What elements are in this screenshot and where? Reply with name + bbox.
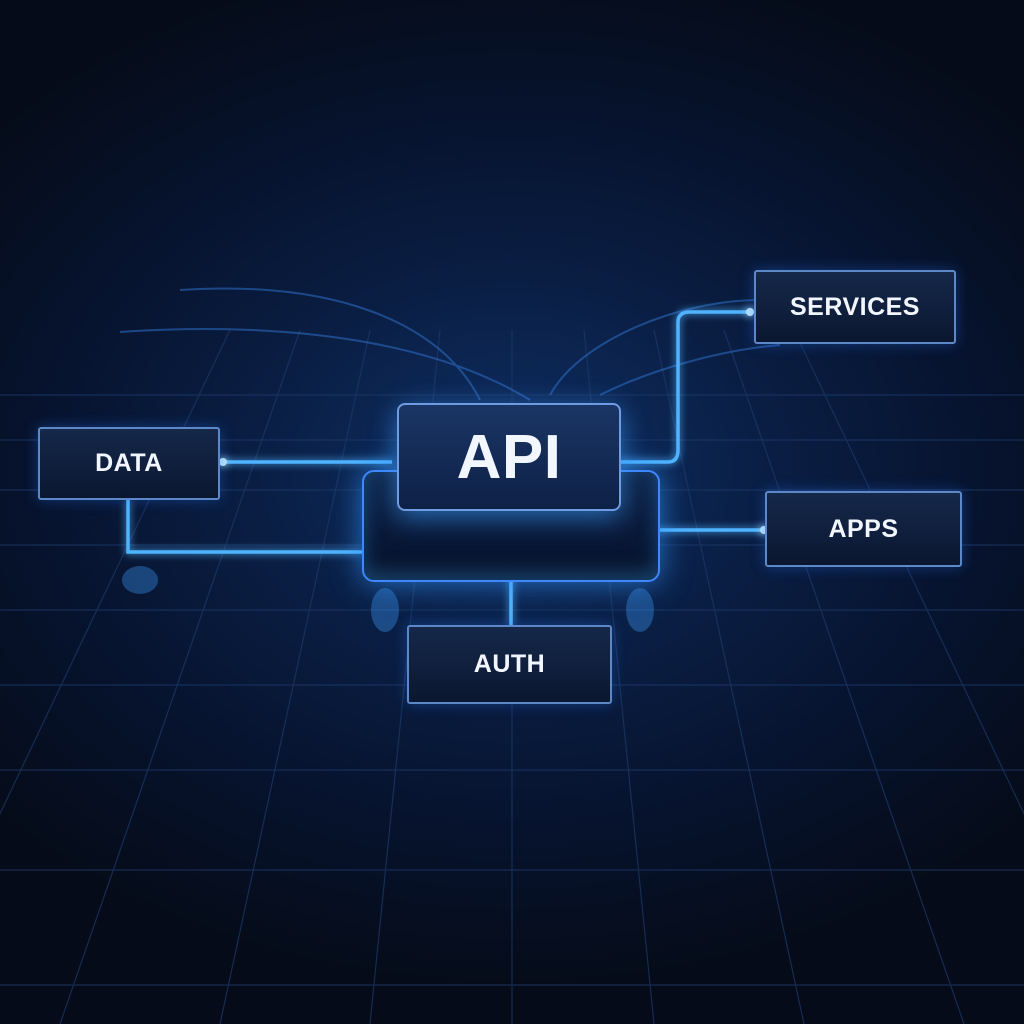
background-arcs	[119, 287, 781, 401]
services-node[interactable]: SERVICES	[754, 270, 956, 344]
services-label: SERVICES	[790, 292, 920, 321]
apps-node[interactable]: APPS	[765, 491, 962, 567]
data-node[interactable]: DATA	[38, 427, 220, 500]
connector-api-services	[620, 310, 752, 464]
connectors	[126, 310, 765, 625]
port-data	[219, 458, 227, 466]
data-label: DATA	[95, 449, 163, 477]
port-services	[746, 308, 754, 316]
api-node[interactable]: API	[397, 403, 621, 511]
connector-data-base	[126, 500, 362, 554]
floor-reflections	[122, 566, 654, 632]
auth-node[interactable]: AUTH	[407, 625, 612, 704]
apps-label: APPS	[828, 514, 899, 543]
api-label: API	[456, 422, 562, 492]
auth-label: AUTH	[473, 650, 546, 678]
